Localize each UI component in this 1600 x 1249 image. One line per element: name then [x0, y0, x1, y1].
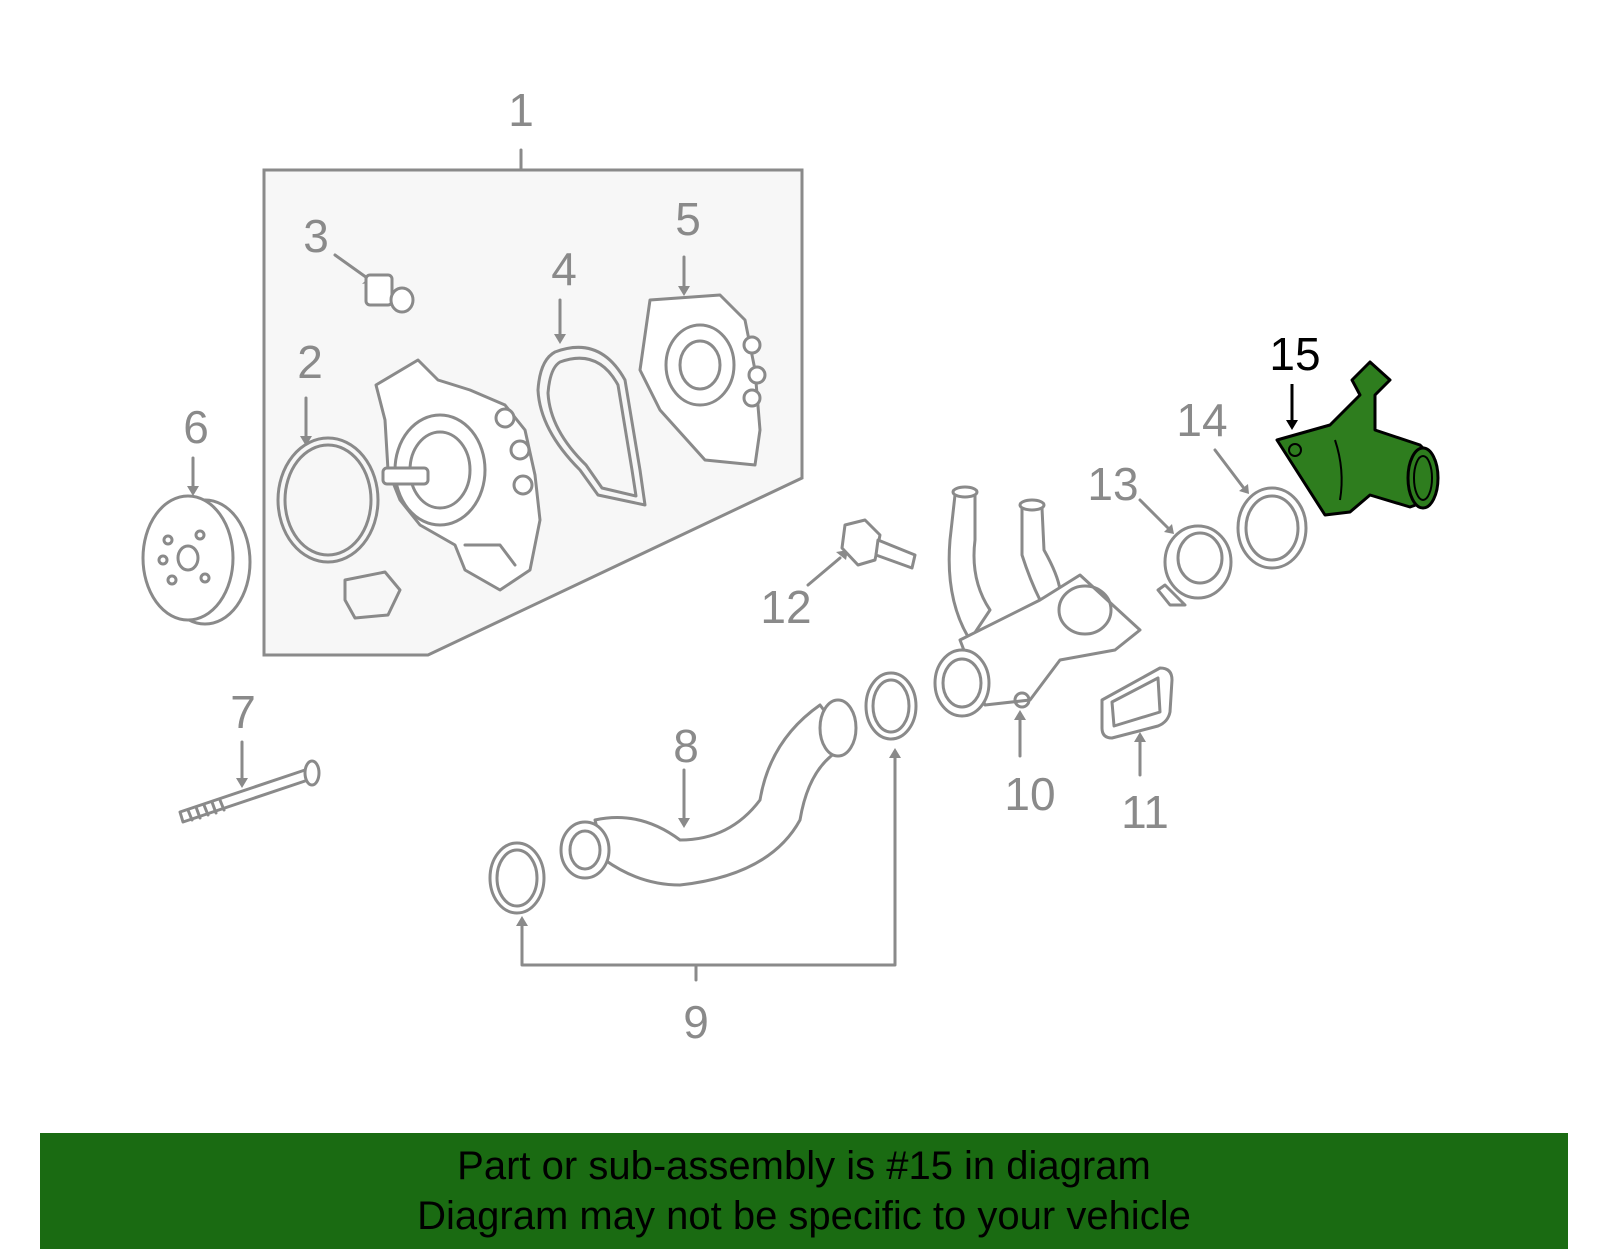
banner-line-2: Diagram may not be specific to your vehi… [417, 1194, 1191, 1238]
callout-13: 13 [1087, 458, 1138, 510]
callout-11: 11 [1121, 786, 1169, 838]
water-pump-body [374, 358, 542, 592]
part-3-bleeder-screw[interactable] [333, 253, 415, 314]
part-9-o-rings[interactable] [488, 671, 918, 982]
part-5-pump-cover[interactable] [638, 255, 767, 467]
part-6-pulley[interactable] [141, 456, 252, 626]
part-4-cover-gasket[interactable] [536, 298, 647, 507]
part-14-o-ring[interactable] [1213, 448, 1308, 570]
callout-10: 10 [1004, 768, 1055, 820]
part-12-temp-sensor[interactable] [806, 518, 917, 587]
callout-14: 14 [1176, 394, 1227, 446]
callout-15: 15 [1269, 328, 1320, 380]
callout-2: 2 [297, 336, 323, 388]
callout-4: 4 [551, 243, 577, 295]
callout-7: 7 [230, 686, 256, 738]
part-7-bolt[interactable] [178, 740, 321, 824]
callout-3: 3 [303, 210, 329, 262]
callout-12: 12 [760, 581, 811, 633]
callout-1: 1 [508, 84, 534, 136]
part-10-thermostat-housing[interactable] [933, 485, 1142, 758]
part-11-housing-gasket[interactable] [1100, 666, 1174, 777]
info-banner: Part or sub-assembly is #15 in diagram D… [40, 1133, 1568, 1249]
callout-9: 9 [683, 996, 709, 1048]
part-8-coolant-pipe[interactable] [559, 698, 858, 887]
callout-5: 5 [675, 193, 701, 245]
part-15-thermostat-cover[interactable] [1275, 360, 1440, 517]
part-13-thermostat[interactable] [1138, 498, 1233, 607]
callout-8: 8 [673, 720, 699, 772]
banner-line-1: Part or sub-assembly is #15 in diagram [457, 1144, 1151, 1188]
part-2-pump-gasket[interactable] [276, 396, 402, 620]
callout-6: 6 [183, 401, 209, 453]
